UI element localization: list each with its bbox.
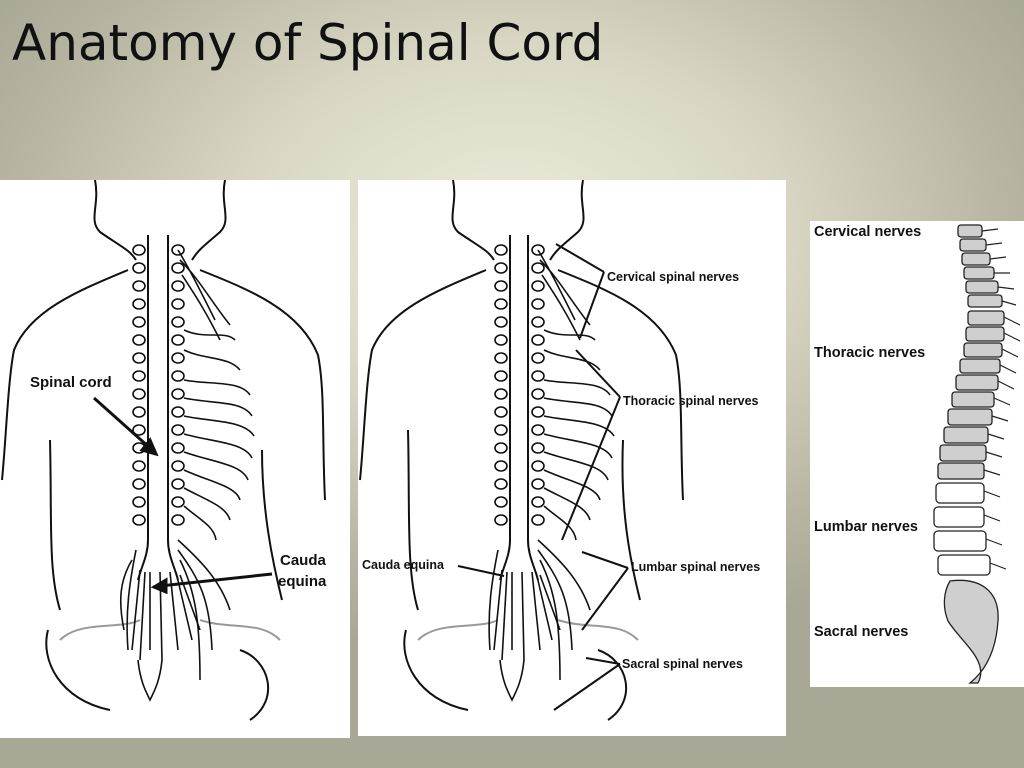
- spinal-nerves-illustration: [359, 180, 684, 721]
- back-anatomy-illustration: [1, 180, 326, 721]
- sacral-spinal-nerves-label: Sacral spinal nerves: [622, 657, 743, 671]
- cervical-spinal-nerves-label: Cervical spinal nerves: [607, 270, 740, 284]
- cervical-nerves-label: Cervical nerves: [814, 224, 922, 240]
- spinal-nerves-diagram-panel: Cervical spinal nerves Thoracic spinal n…: [358, 180, 786, 736]
- cauda-equina-label: Cauda equina: [362, 558, 444, 572]
- slide-title: Anatomy of Spinal Cord: [12, 14, 604, 72]
- thoracic-nerves-label: Thoracic nerves: [814, 345, 926, 361]
- cauda-equina-label-line2: equina: [278, 573, 327, 590]
- spinal-cord-label: Spinal cord: [30, 374, 112, 391]
- vertebral-column-panel: Cervical nerves Thoracic nerves Lumbar n…: [810, 221, 1024, 687]
- spinal-cord-diagram-panel: Spinal cord Cauda equina: [0, 180, 350, 738]
- sacral-nerves-label: Sacral nerves: [814, 624, 909, 640]
- lumbar-nerves-label: Lumbar nerves: [814, 519, 918, 535]
- lumbar-spinal-nerves-label: Lumbar spinal nerves: [631, 560, 761, 574]
- cauda-equina-label-line1: Cauda: [280, 552, 326, 569]
- thoracic-spinal-nerves-label: Thoracic spinal nerves: [623, 394, 759, 408]
- vertebral-column-illustration: [933, 224, 1021, 684]
